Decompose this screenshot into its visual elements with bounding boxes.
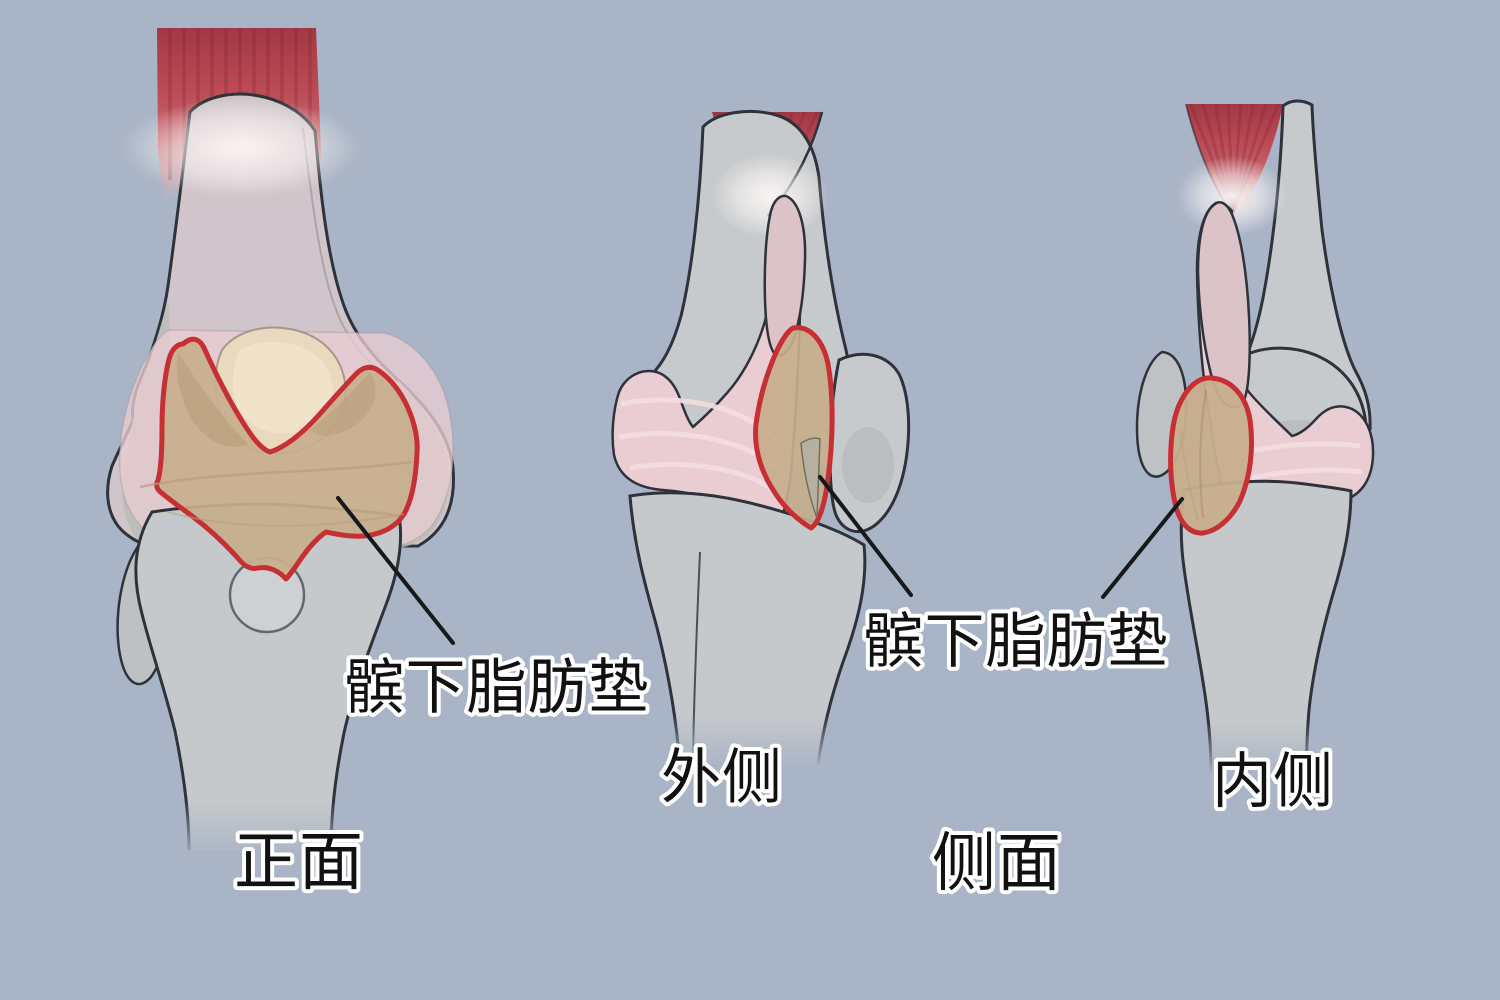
tibia-fill [630,492,865,765]
tibia-fill [1181,481,1351,772]
view-caption-front: 正面 [234,826,364,898]
tendon-glow [121,98,361,198]
front-shaft-fade [120,800,380,870]
lateral-view-figure [611,109,911,777]
leader-line-front [336,496,455,645]
medial-shaft-fade [1160,722,1370,784]
view-caption-medial: 内侧 [1212,748,1334,815]
condyle-shading [842,427,894,503]
tibia-fill [135,504,401,850]
medial-view-figure [1135,99,1375,784]
femur-shaft-outline [1236,99,1372,431]
front-view-figure [106,28,455,870]
fat-pad-label-front: 髌下脂肪垫 [345,654,650,721]
femur-shaft-outline [646,109,854,463]
infrapatellar-fat-pad-medial [1168,375,1254,536]
leader-line-medial [1101,497,1184,599]
tibia-outline [628,491,867,766]
fat-pad-label-side: 髌下脂肪垫 [864,608,1169,675]
capsule-striations [1244,441,1363,481]
patellar-tendon-wedge [800,437,821,519]
infrapatellar-fat-pad-front [154,336,420,582]
view-caption-side: 侧面 [932,827,1062,899]
view-caption-lateral: 外侧 [661,744,783,811]
lateral-shaft-fade [630,715,880,777]
leader-line-lateral [818,475,913,597]
tibia-outline [1179,479,1353,773]
fat-pad-shading [1179,389,1207,521]
patella-highlight [232,341,334,434]
fat-pad-shading [139,352,413,527]
